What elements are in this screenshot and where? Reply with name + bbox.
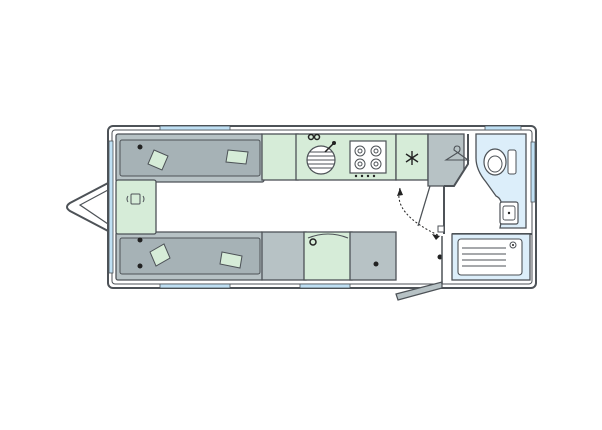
hob-icon bbox=[349, 140, 387, 178]
washbasin bbox=[499, 201, 519, 225]
heater-icon bbox=[126, 193, 145, 205]
light-switch-icon bbox=[137, 237, 143, 243]
light-switch-icon bbox=[137, 144, 143, 150]
rear-storage bbox=[261, 231, 397, 281]
front-lounge-seat-left bbox=[115, 133, 265, 183]
light-switch-icon bbox=[373, 261, 379, 267]
shower-tray bbox=[451, 233, 531, 281]
window-bottom-left bbox=[159, 283, 231, 289]
window-top-right bbox=[484, 125, 522, 131]
fridge bbox=[395, 133, 429, 181]
coat-hanger-icon bbox=[444, 145, 470, 161]
front-chest-unit bbox=[115, 179, 157, 235]
shower-tray-icon bbox=[457, 238, 523, 276]
window-rear bbox=[530, 141, 536, 203]
entrance-door bbox=[395, 236, 443, 301]
front-lounge-seat-right bbox=[115, 231, 265, 281]
cushion-icon bbox=[147, 149, 249, 171]
a-frame-tow-hitch bbox=[66, 180, 111, 234]
toilet-icon bbox=[483, 148, 517, 176]
cushion-icon bbox=[149, 243, 243, 269]
windows bbox=[108, 125, 536, 289]
sink-icon bbox=[306, 133, 336, 175]
washbasin-icon bbox=[499, 201, 519, 225]
fridge-snowflake-icon bbox=[405, 151, 419, 165]
window-top-left bbox=[159, 125, 231, 131]
window-bottom-mid bbox=[299, 283, 351, 289]
hob bbox=[349, 140, 387, 178]
window-front bbox=[108, 140, 114, 274]
sink bbox=[306, 133, 336, 175]
light-switch-icon bbox=[137, 263, 143, 269]
